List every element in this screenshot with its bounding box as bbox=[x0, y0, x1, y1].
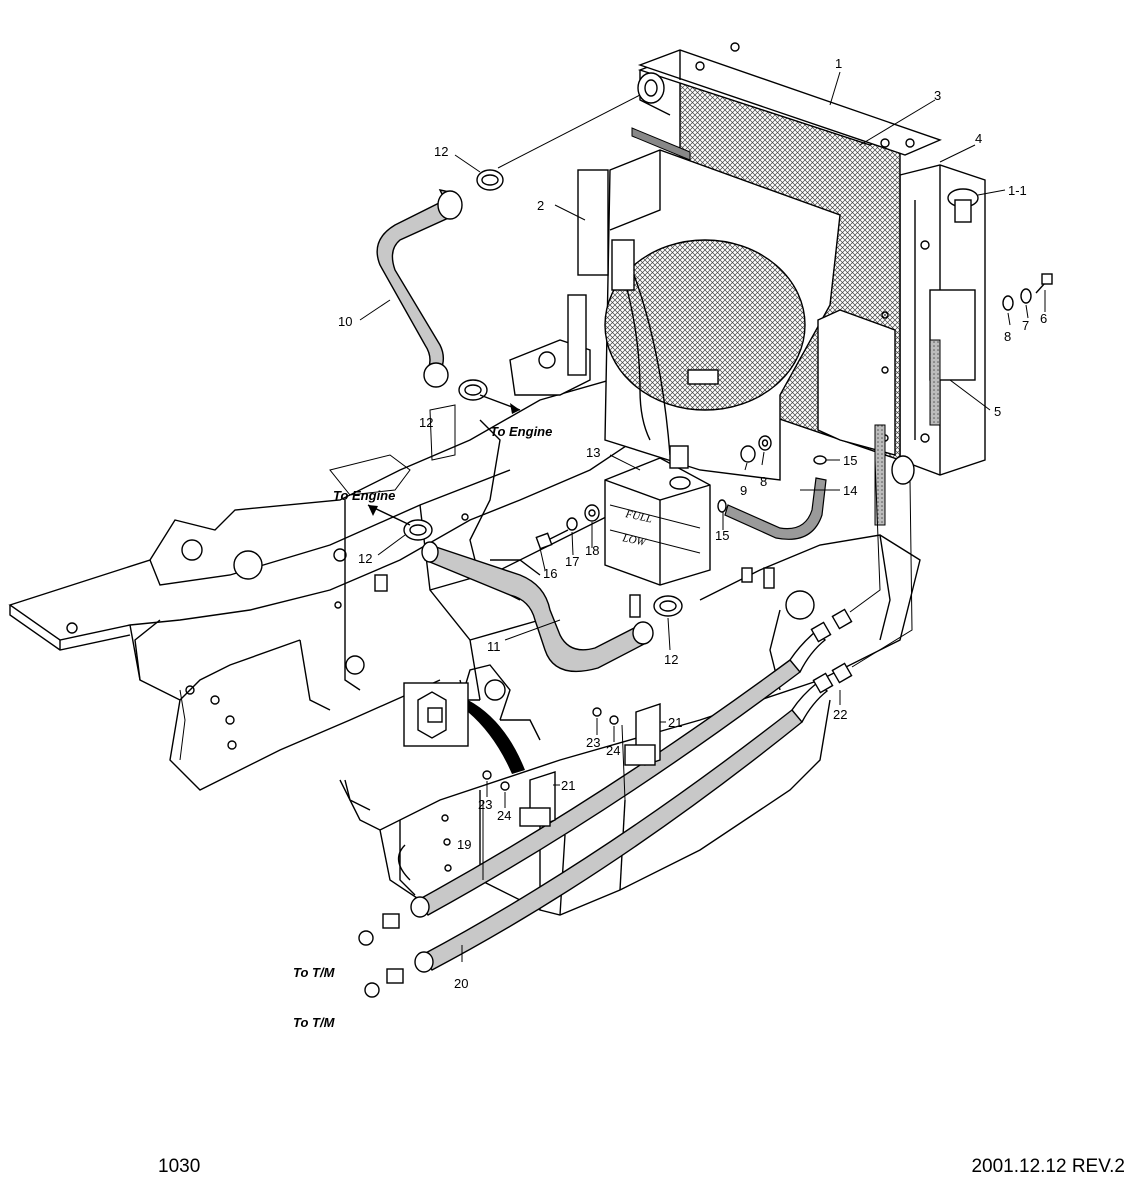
overflow-hose bbox=[717, 455, 827, 540]
callout-numbers: 1 3 4 1-1 2 12 10 12 5 6 7 8 8 9 15 14 1… bbox=[338, 56, 1047, 991]
note-to-tm-lower: To T/M bbox=[293, 1015, 336, 1030]
callout-19: 19 bbox=[457, 837, 471, 852]
callout-21-lower: 21 bbox=[561, 778, 575, 793]
flow-arrows bbox=[367, 394, 521, 526]
callout-7: 7 bbox=[1022, 318, 1029, 333]
callout-3: 3 bbox=[934, 88, 941, 103]
callout-12-upper: 12 bbox=[434, 144, 448, 159]
callout-9: 9 bbox=[740, 483, 747, 498]
callout-13: 13 bbox=[586, 445, 600, 460]
note-to-engine-left: To Engine bbox=[333, 488, 395, 503]
callout-17: 17 bbox=[565, 554, 579, 569]
callout-24-upper: 24 bbox=[606, 743, 620, 758]
leader-lines bbox=[359, 71, 1046, 962]
callout-14: 14 bbox=[843, 483, 857, 498]
routing-notes: To Engine To Engine To T/M To T/M bbox=[293, 424, 552, 1030]
page-number: 1030 bbox=[158, 1156, 201, 1177]
note-to-engine-upper: To Engine bbox=[490, 424, 552, 439]
callout-20: 20 bbox=[454, 976, 468, 991]
callout-12-mid: 12 bbox=[419, 415, 433, 430]
side-bracket bbox=[817, 309, 941, 526]
upper-frame bbox=[8, 379, 651, 791]
center-mounts bbox=[454, 294, 775, 741]
clip-detail-box bbox=[403, 682, 525, 774]
callout-12-left: 12 bbox=[358, 551, 372, 566]
callout-1-1: 1-1 bbox=[1008, 183, 1027, 198]
line-brackets bbox=[482, 703, 661, 827]
callout-23-upper: 23 bbox=[586, 735, 600, 750]
callout-5: 5 bbox=[994, 404, 1001, 419]
transmission-lines bbox=[358, 459, 913, 998]
callout-8-right: 8 bbox=[1004, 329, 1011, 344]
callout-18: 18 bbox=[585, 543, 599, 558]
fan-shroud bbox=[577, 149, 841, 481]
callout-22: 22 bbox=[833, 707, 847, 722]
callout-15-center: 15 bbox=[715, 528, 729, 543]
tank-low-mark: LOW bbox=[620, 532, 647, 549]
lower-hose-11 bbox=[421, 541, 654, 673]
revision-label: 2001.12.12 REV.2 bbox=[971, 1156, 1125, 1177]
callout-24-lower: 24 bbox=[497, 808, 511, 823]
fasteners bbox=[535, 273, 1053, 550]
callout-6: 6 bbox=[1040, 311, 1047, 326]
callout-1: 1 bbox=[835, 56, 842, 71]
callout-12-lower: 12 bbox=[664, 652, 678, 667]
callout-8-center: 8 bbox=[760, 474, 767, 489]
callout-4: 4 bbox=[975, 131, 982, 146]
callout-15-right: 15 bbox=[843, 453, 857, 468]
callout-23-lower: 23 bbox=[478, 797, 492, 812]
callout-10: 10 bbox=[338, 314, 352, 329]
tank-full-mark: FULL bbox=[623, 508, 653, 526]
note-to-tm-upper: To T/M bbox=[293, 965, 336, 980]
callout-21-upper: 21 bbox=[668, 715, 682, 730]
callout-2: 2 bbox=[537, 198, 544, 213]
callout-11: 11 bbox=[487, 639, 501, 654]
upper-hose-10 bbox=[376, 189, 463, 388]
callout-16: 16 bbox=[543, 566, 557, 581]
reservoir-tank: FULL LOW bbox=[604, 445, 711, 586]
